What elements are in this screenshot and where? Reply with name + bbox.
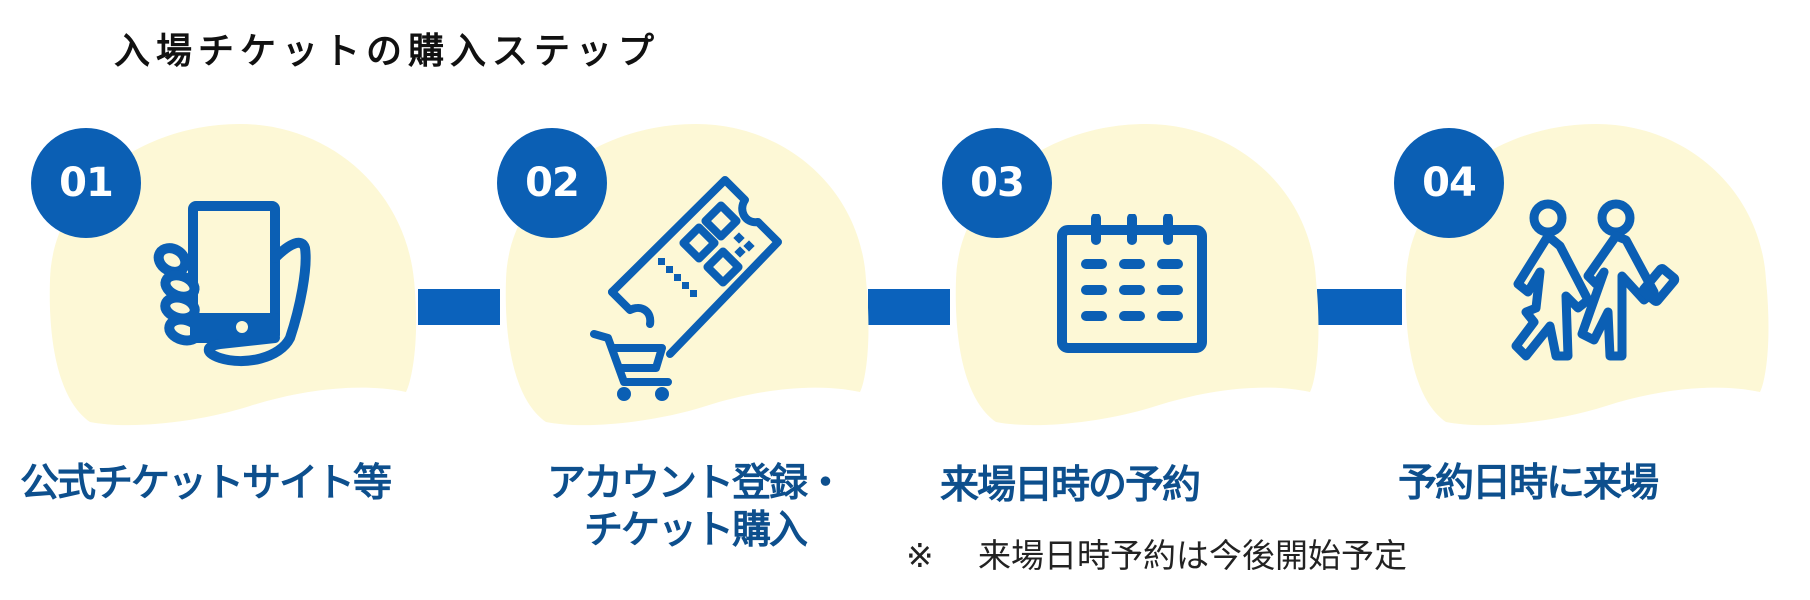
- connector-1-2: [418, 289, 500, 325]
- hand-holding-smartphone-icon: [153, 201, 311, 366]
- connector-2-3: [868, 289, 950, 325]
- step-3-label-line-1: 来場日時の予約: [940, 463, 1201, 508]
- footnote: ※ 来場日時予約は今後開始予定: [906, 534, 1407, 578]
- step-1-label: 公式チケットサイト等: [20, 460, 404, 507]
- step-3: 03: [906, 100, 1346, 440]
- page-title: 入場チケットの購入ステップ: [114, 31, 661, 72]
- step-number-badge: 01: [31, 128, 141, 238]
- step-4-label-line-1: 予約日時に来場: [1398, 461, 1659, 506]
- step-2-label-line-1: アカウント登録・: [546, 461, 845, 506]
- step-1: 01: [0, 100, 440, 440]
- step-number-badge: 04: [1394, 128, 1504, 238]
- step-4: 04: [1356, 100, 1796, 440]
- step-2-label: アカウント登録・ チケット購入: [520, 460, 870, 554]
- step-number-badge: 02: [497, 128, 607, 238]
- reference-mark: ※: [906, 536, 934, 575]
- step-number-badge: 03: [942, 128, 1052, 238]
- step-1-label-line-1: 公式チケットサイト等: [20, 461, 392, 506]
- step-4-label: 予約日時に来場: [1398, 460, 1659, 507]
- step-3-label: 来場日時の予約: [940, 462, 1201, 509]
- step-2-label-line-2: チケット購入: [583, 508, 808, 553]
- two-people-walking-icon: [1511, 199, 1680, 361]
- step-2: 02: [456, 100, 896, 440]
- calendar-icon: [1057, 214, 1207, 353]
- footnote-text: 来場日時予約は今後開始予定: [978, 536, 1407, 575]
- connector-3-4: [1317, 289, 1402, 325]
- ticket-qr-cart-icon: [590, 176, 782, 401]
